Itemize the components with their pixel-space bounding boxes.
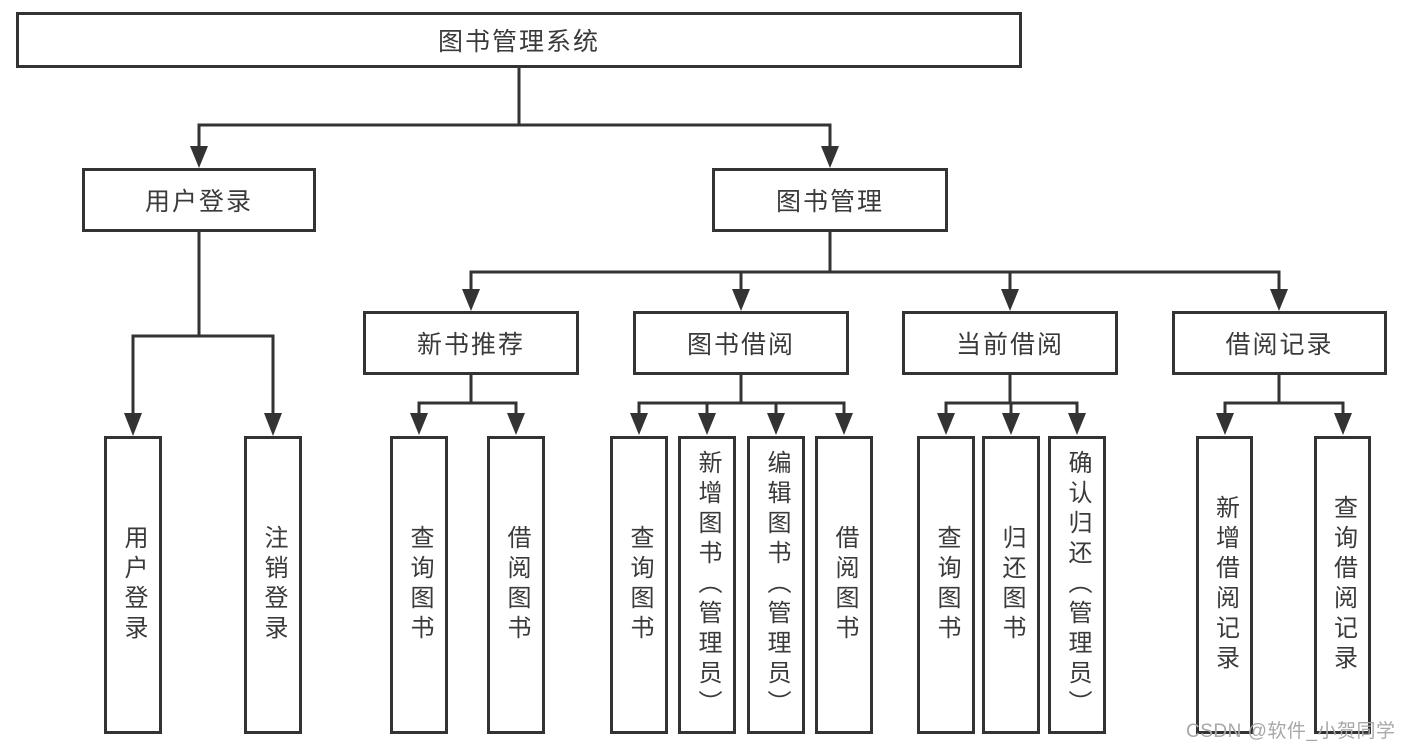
- node-leaf-query-books-recommend: 查询图书: [390, 436, 448, 734]
- node-leaf-query-books-borrow: 查询图书: [610, 436, 668, 734]
- arrowhead: [937, 413, 955, 435]
- leaf-label: 查询图书: [406, 525, 433, 645]
- connector-path: [1223, 375, 1345, 414]
- node-new-book-recommend: 新书推荐: [363, 311, 579, 375]
- node-leaf-borrow-books-recommend: 借阅图书: [487, 436, 545, 734]
- connector-path: [637, 375, 846, 414]
- connector-path: [197, 68, 832, 148]
- arrowhead: [507, 413, 525, 435]
- arrowhead: [462, 289, 480, 311]
- node-leaf-user-login: 用户登录: [104, 436, 162, 734]
- arrowhead: [1001, 289, 1019, 311]
- connector-root-to-level2: [190, 68, 839, 168]
- node-borrow-records: 借阅记录: [1172, 311, 1387, 375]
- arrowhead: [1002, 413, 1020, 435]
- leaf-label: 确认归还（管理员）: [1064, 450, 1091, 720]
- connector-borrow-records-branch: [1216, 375, 1352, 435]
- arrowhead: [190, 146, 208, 168]
- node-leaf-edit-books-admin: 编辑图书（管理员）: [747, 436, 805, 734]
- connector-current-borrow-branch: [937, 375, 1086, 435]
- arrowhead: [264, 413, 282, 436]
- arrowhead: [821, 146, 839, 168]
- arrowhead: [410, 413, 428, 435]
- leaf-label: 归还图书: [998, 525, 1025, 645]
- node-leaf-query-borrow-record: 查询借阅记录: [1314, 436, 1371, 734]
- node-library-management-system: 图书管理系统: [16, 12, 1022, 68]
- connector-path: [944, 375, 1079, 414]
- node-leaf-query-books-current: 查询图书: [917, 436, 975, 734]
- arrowhead: [630, 413, 648, 435]
- arrowhead: [767, 413, 785, 435]
- watermark: CSDN @软件_小贺同学: [1186, 721, 1396, 742]
- leaf-label: 查询借阅记录: [1329, 495, 1357, 675]
- connector-book-management-branch: [462, 232, 1288, 311]
- connector-user-login-branch: [124, 232, 282, 436]
- node-leaf-confirm-return-admin: 确认归还（管理员）: [1048, 436, 1106, 734]
- arrowhead: [1216, 413, 1234, 435]
- node-leaf-logout: 注销登录: [244, 436, 302, 734]
- arrowhead: [124, 413, 142, 436]
- connector-path: [417, 375, 518, 414]
- leaf-label: 借阅图书: [831, 525, 858, 645]
- node-leaf-borrow-books: 借阅图书: [815, 436, 873, 734]
- leaf-label: 借阅图书: [503, 525, 530, 645]
- leaf-label: 新增图书（管理员）: [694, 450, 721, 720]
- leaf-label: 用户登录: [120, 525, 147, 645]
- arrowhead: [698, 413, 716, 435]
- connector-path: [131, 232, 275, 415]
- arrowhead: [1334, 413, 1352, 435]
- arrowhead: [835, 413, 853, 435]
- leaf-label: 编辑图书（管理员）: [763, 450, 790, 720]
- connector-book-borrow-branch: [630, 375, 853, 435]
- node-book-management: 图书管理: [712, 168, 948, 232]
- leaf-label: 查询图书: [626, 525, 653, 645]
- leaf-label: 查询图书: [933, 525, 960, 645]
- leaf-label: 新增借阅记录: [1211, 495, 1239, 675]
- connector-new-book-branch: [410, 375, 525, 435]
- node-book-borrow: 图书借阅: [633, 311, 849, 375]
- node-leaf-add-borrow-record: 新增借阅记录: [1196, 436, 1253, 734]
- node-user-login: 用户登录: [82, 168, 316, 232]
- node-current-borrow: 当前借阅: [902, 311, 1118, 375]
- arrowhead: [732, 289, 750, 311]
- leaf-label: 注销登录: [260, 525, 287, 645]
- connector-path: [469, 232, 1281, 291]
- arrowhead: [1068, 413, 1086, 435]
- node-leaf-return-books: 归还图书: [982, 436, 1040, 734]
- arrowhead: [1270, 289, 1288, 311]
- node-leaf-add-books-admin: 新增图书（管理员）: [678, 436, 736, 734]
